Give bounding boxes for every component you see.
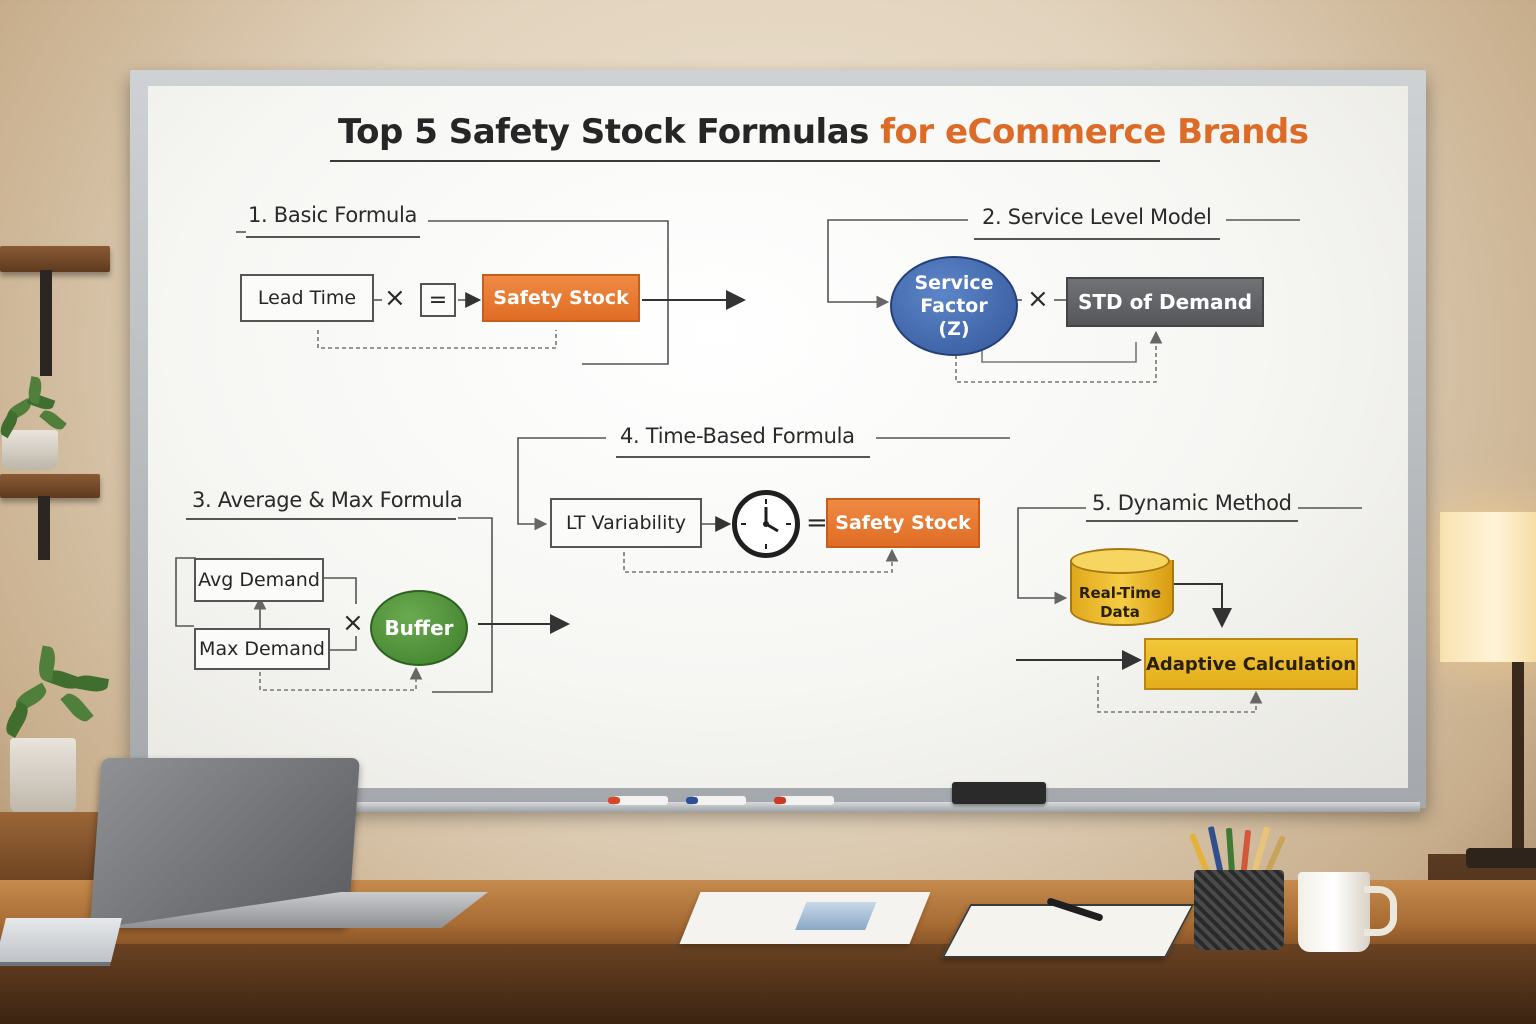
- coffee-mug: [1298, 872, 1370, 952]
- section2-heading-rule: [974, 238, 1220, 240]
- avg-demand-box: Avg Demand: [194, 558, 324, 602]
- board-eraser[interactable]: [952, 782, 1046, 804]
- lamp-shade: [1440, 512, 1536, 662]
- marker-blue[interactable]: [686, 796, 746, 805]
- section1-equals-box: =: [420, 283, 456, 317]
- section4-heading: 4. Time-Based Formula: [620, 424, 855, 448]
- wall-shelf-upper: [0, 246, 110, 272]
- title-accent: for eCommerce Brands: [880, 112, 1309, 152]
- shelf-bracket-upper: [40, 270, 52, 376]
- max-demand-box: Max Demand: [194, 628, 330, 670]
- marker-red[interactable]: [608, 796, 668, 805]
- section5-heading-rule: [1086, 520, 1298, 522]
- marker-red-2[interactable]: [774, 796, 834, 805]
- lamp-base: [1466, 848, 1536, 868]
- section3-times: ×: [342, 608, 364, 638]
- clock-icon: [732, 490, 800, 558]
- lt-variability-box: LT Variability: [550, 498, 702, 548]
- lead-time-box: Lead Time: [240, 274, 374, 322]
- mug-handle: [1364, 886, 1397, 936]
- section1-heading-rule: [246, 236, 420, 238]
- section4-heading-rule: [616, 456, 870, 458]
- section1-times: ×: [384, 283, 406, 313]
- service-factor-label: Service Factor (Z): [914, 271, 994, 340]
- section4-equals: =: [806, 508, 828, 538]
- section2-times: ×: [1027, 284, 1049, 314]
- adaptive-calculation-box: Adaptive Calculation: [1144, 638, 1358, 690]
- buffer-circle: Buffer: [370, 590, 468, 666]
- spiral-notepad: [941, 904, 1195, 958]
- marker-tray: [330, 802, 1420, 812]
- section2-heading: 2. Service Level Model: [982, 205, 1212, 229]
- real-time-data-label: Real-Time Data: [1078, 584, 1162, 621]
- title-main: Top 5 Safety Stock Formulas: [338, 112, 869, 152]
- report-paper: [679, 892, 931, 944]
- wall-shelf-lower: [0, 474, 100, 498]
- std-demand-box: STD of Demand: [1066, 277, 1264, 327]
- safety-stock-box-1: Safety Stock: [482, 274, 640, 322]
- desk-front: [0, 944, 1536, 1024]
- lamp-post: [1512, 662, 1524, 852]
- closed-notebook: [0, 918, 122, 966]
- board-title: Top 5 Safety Stock Formulas for eCommerc…: [338, 112, 1309, 152]
- section1-heading: 1. Basic Formula: [248, 203, 418, 227]
- service-factor-ellipse: Service Factor (Z): [890, 256, 1018, 356]
- shelf-bracket-lower: [38, 496, 50, 560]
- section5-heading: 5. Dynamic Method: [1092, 491, 1292, 515]
- section3-heading: 3. Average & Max Formula: [192, 488, 463, 512]
- section3-heading-rule: [186, 518, 456, 520]
- title-underline: [330, 160, 1160, 162]
- safety-stock-box-2: Safety Stock: [826, 498, 980, 548]
